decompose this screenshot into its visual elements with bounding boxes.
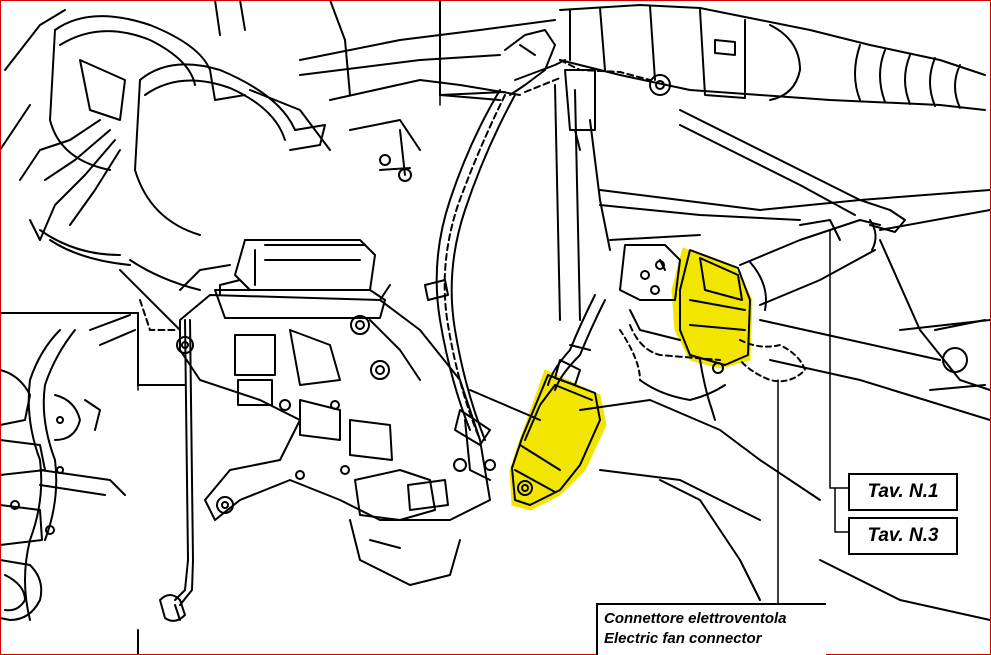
- label-tav-1-text: Tav. N.1: [867, 481, 939, 502]
- leader-lines: [137, 0, 849, 604]
- label-tav-3-text: Tav. N.3: [867, 525, 939, 546]
- wiring-harness: [29, 29, 651, 622]
- caption-box: Connettore elettroventola Electric fan c…: [596, 603, 826, 655]
- caption-italian: Connettore elettroventola: [604, 610, 787, 627]
- highlight-fan-connector: [509, 247, 753, 511]
- label-tav-3: Tav. N.3: [848, 517, 958, 555]
- handlebar: [559, 4, 986, 233]
- connector-block-left: [511, 344, 601, 506]
- label-tav-1: Tav. N.1: [848, 473, 958, 511]
- fan-connector-assembly: [547, 244, 806, 421]
- instrument-cluster: [19, 15, 326, 241]
- left-detail-inset: [0, 312, 186, 655]
- caption-english: Electric fan connector: [604, 630, 762, 647]
- ecu-bracket: [176, 239, 496, 586]
